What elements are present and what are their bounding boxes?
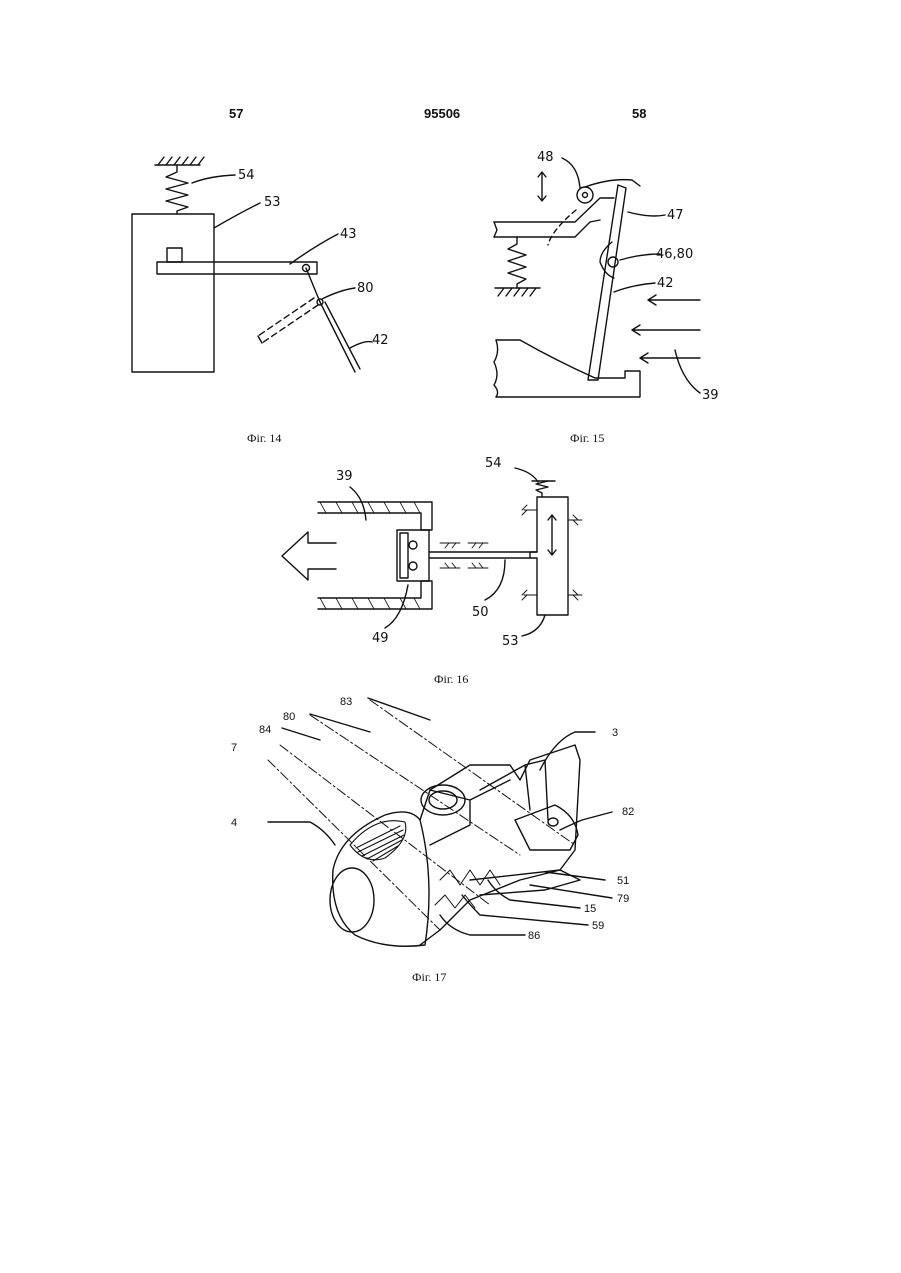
figure-17-caption: Фіг. 17 — [412, 970, 446, 985]
fig15-label-46-80: 46,80 — [656, 247, 693, 262]
fig17-label-7: 7 — [231, 742, 237, 754]
fig16-label-54: 54 — [485, 456, 502, 471]
figure-17-drawing — [268, 698, 612, 946]
fig17-label-82: 82 — [622, 806, 634, 818]
fig15-label-39: 39 — [702, 388, 719, 403]
fig17-label-84: 84 — [259, 724, 271, 736]
fig17-label-4: 4 — [231, 817, 237, 829]
fig17-label-83: 83 — [340, 696, 352, 708]
fig16-label-50: 50 — [472, 605, 489, 620]
fig14-label-43: 43 — [340, 227, 357, 242]
fig15-label-42: 42 — [657, 276, 674, 291]
fig17-label-80: 80 — [283, 711, 295, 723]
fig17-label-79: 79 — [617, 893, 629, 905]
figure-16-caption: Фіг. 16 — [434, 672, 468, 687]
figure-15-caption: Фіг. 15 — [570, 431, 604, 446]
fig17-label-15: 15 — [584, 903, 596, 915]
fig15-label-47: 47 — [667, 208, 684, 223]
fig14-label-80: 80 — [357, 281, 374, 296]
fig17-label-51: 51 — [617, 875, 629, 887]
figure-14-drawing — [132, 157, 372, 372]
fig16-label-49: 49 — [372, 631, 389, 646]
fig17-label-59: 59 — [592, 920, 604, 932]
fig17-label-3: 3 — [612, 727, 618, 739]
figure-14-caption: Фіг. 14 — [247, 431, 281, 446]
fig14-label-53: 53 — [264, 195, 281, 210]
fig15-label-48: 48 — [537, 150, 554, 165]
fig14-label-42: 42 — [372, 333, 389, 348]
fig16-label-53: 53 — [502, 634, 519, 649]
fig16-label-39: 39 — [336, 469, 353, 484]
figure-16-drawing — [282, 468, 582, 636]
fig17-label-86: 86 — [528, 930, 540, 942]
fig14-label-54: 54 — [238, 168, 255, 183]
